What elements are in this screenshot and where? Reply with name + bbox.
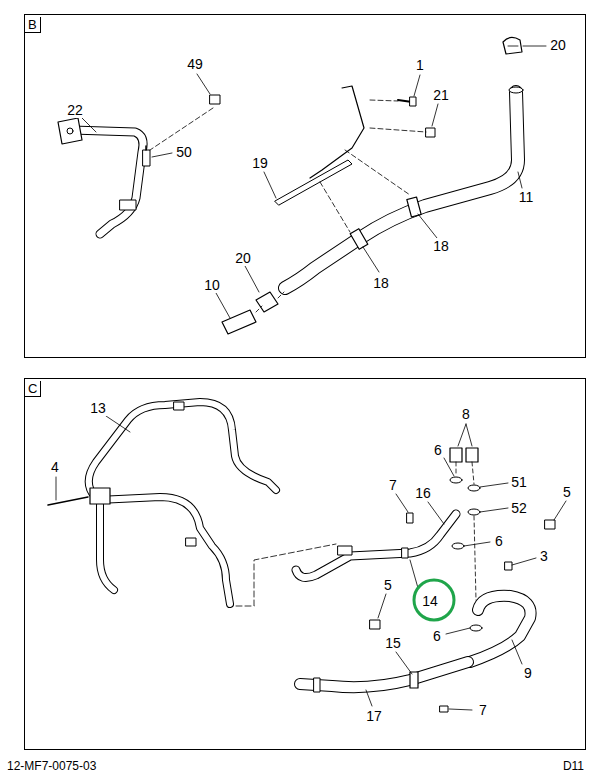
callout-number: 20 — [234, 250, 252, 266]
callout-number: 9 — [523, 665, 533, 681]
callout-number: 21 — [432, 87, 450, 103]
drawing-id: 12-MF7-0075-03 — [6, 758, 97, 774]
view-panel: B — [24, 14, 586, 358]
callout-number: 11 — [518, 189, 535, 205]
callout-number: 49 — [186, 56, 204, 72]
callout-number: 6 — [494, 533, 504, 549]
callout-number: 17 — [365, 708, 383, 724]
callout-number: 13 — [89, 400, 107, 416]
callout-number: 15 — [384, 635, 402, 651]
callout-number: 5 — [562, 484, 572, 500]
callout-number: 1 — [415, 57, 425, 73]
callout-number: 52 — [510, 500, 528, 516]
callout-number: 7 — [388, 477, 398, 493]
callout-number: 5 — [383, 577, 393, 593]
callout-number: 20 — [549, 37, 567, 53]
callout-number: 8 — [461, 406, 471, 422]
drawing-id: D11 — [562, 758, 585, 774]
callout-number: 7 — [478, 702, 488, 718]
callout-number: 18 — [432, 238, 450, 254]
callout-number: 6 — [432, 628, 442, 644]
callout-number: 14 — [421, 593, 439, 609]
callout-number: 50 — [175, 144, 193, 160]
callout-number: 51 — [510, 474, 528, 490]
callout-number: 19 — [251, 155, 269, 171]
callout-number: 10 — [203, 277, 221, 293]
callout-number: 16 — [414, 485, 432, 501]
view-letter: C — [25, 381, 41, 397]
view-letter: B — [25, 17, 41, 33]
callout-number: 3 — [539, 548, 549, 564]
view-panel: C — [24, 378, 586, 750]
callout-number: 22 — [66, 102, 84, 118]
callout-number: 18 — [372, 275, 390, 291]
callout-number: 4 — [50, 459, 60, 475]
callout-number: 6 — [433, 442, 443, 458]
